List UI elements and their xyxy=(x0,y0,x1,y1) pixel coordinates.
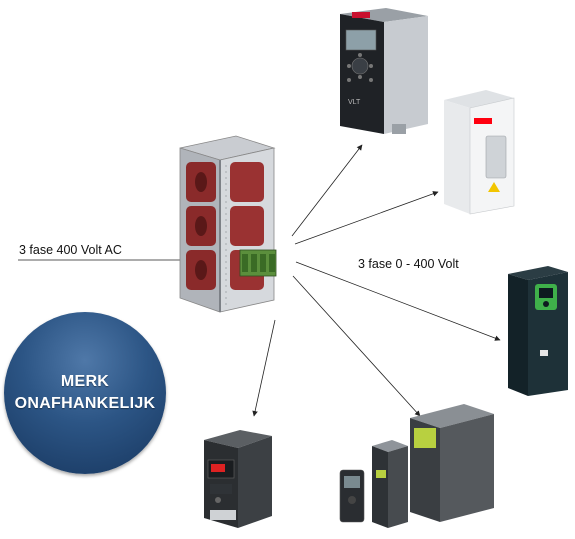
keypad-display xyxy=(345,29,377,51)
danfoss-vlt-drive: VLT xyxy=(340,8,428,134)
arrow-to-abb xyxy=(294,191,439,245)
abb-panel xyxy=(485,135,507,179)
choke-coil-left xyxy=(186,162,216,290)
danfoss-logo-icon xyxy=(352,12,370,18)
output-voltage-label: 3 fase 0 - 400 Volt xyxy=(358,257,459,271)
schneider-altivar-drive xyxy=(508,266,568,396)
arrow-to-siemens xyxy=(292,275,421,417)
abb-logo-icon xyxy=(474,118,492,124)
schneider-logo-icon xyxy=(540,350,548,356)
terminal-block xyxy=(239,249,277,277)
omron-drive xyxy=(204,430,272,528)
warning-icon xyxy=(488,182,500,192)
badge-line-1: MERK xyxy=(60,373,110,390)
badge-line-2: ONAFHANKELIJK xyxy=(14,395,156,412)
input-voltage-label: 3 fase 400 Volt AC xyxy=(19,243,122,257)
arrow-to-schneider xyxy=(295,261,501,341)
danfoss-vlt-label: VLT xyxy=(348,99,361,106)
output-arrows xyxy=(252,144,501,417)
arrow-to-omron xyxy=(252,319,276,417)
sinus-filter-unit xyxy=(179,135,277,313)
arrow-to-danfoss xyxy=(291,144,363,237)
brand-independent-badge: MERK ONAFHANKELIJK xyxy=(4,312,166,474)
siemens-drive-cluster xyxy=(339,404,494,528)
abb-drive xyxy=(444,90,515,215)
